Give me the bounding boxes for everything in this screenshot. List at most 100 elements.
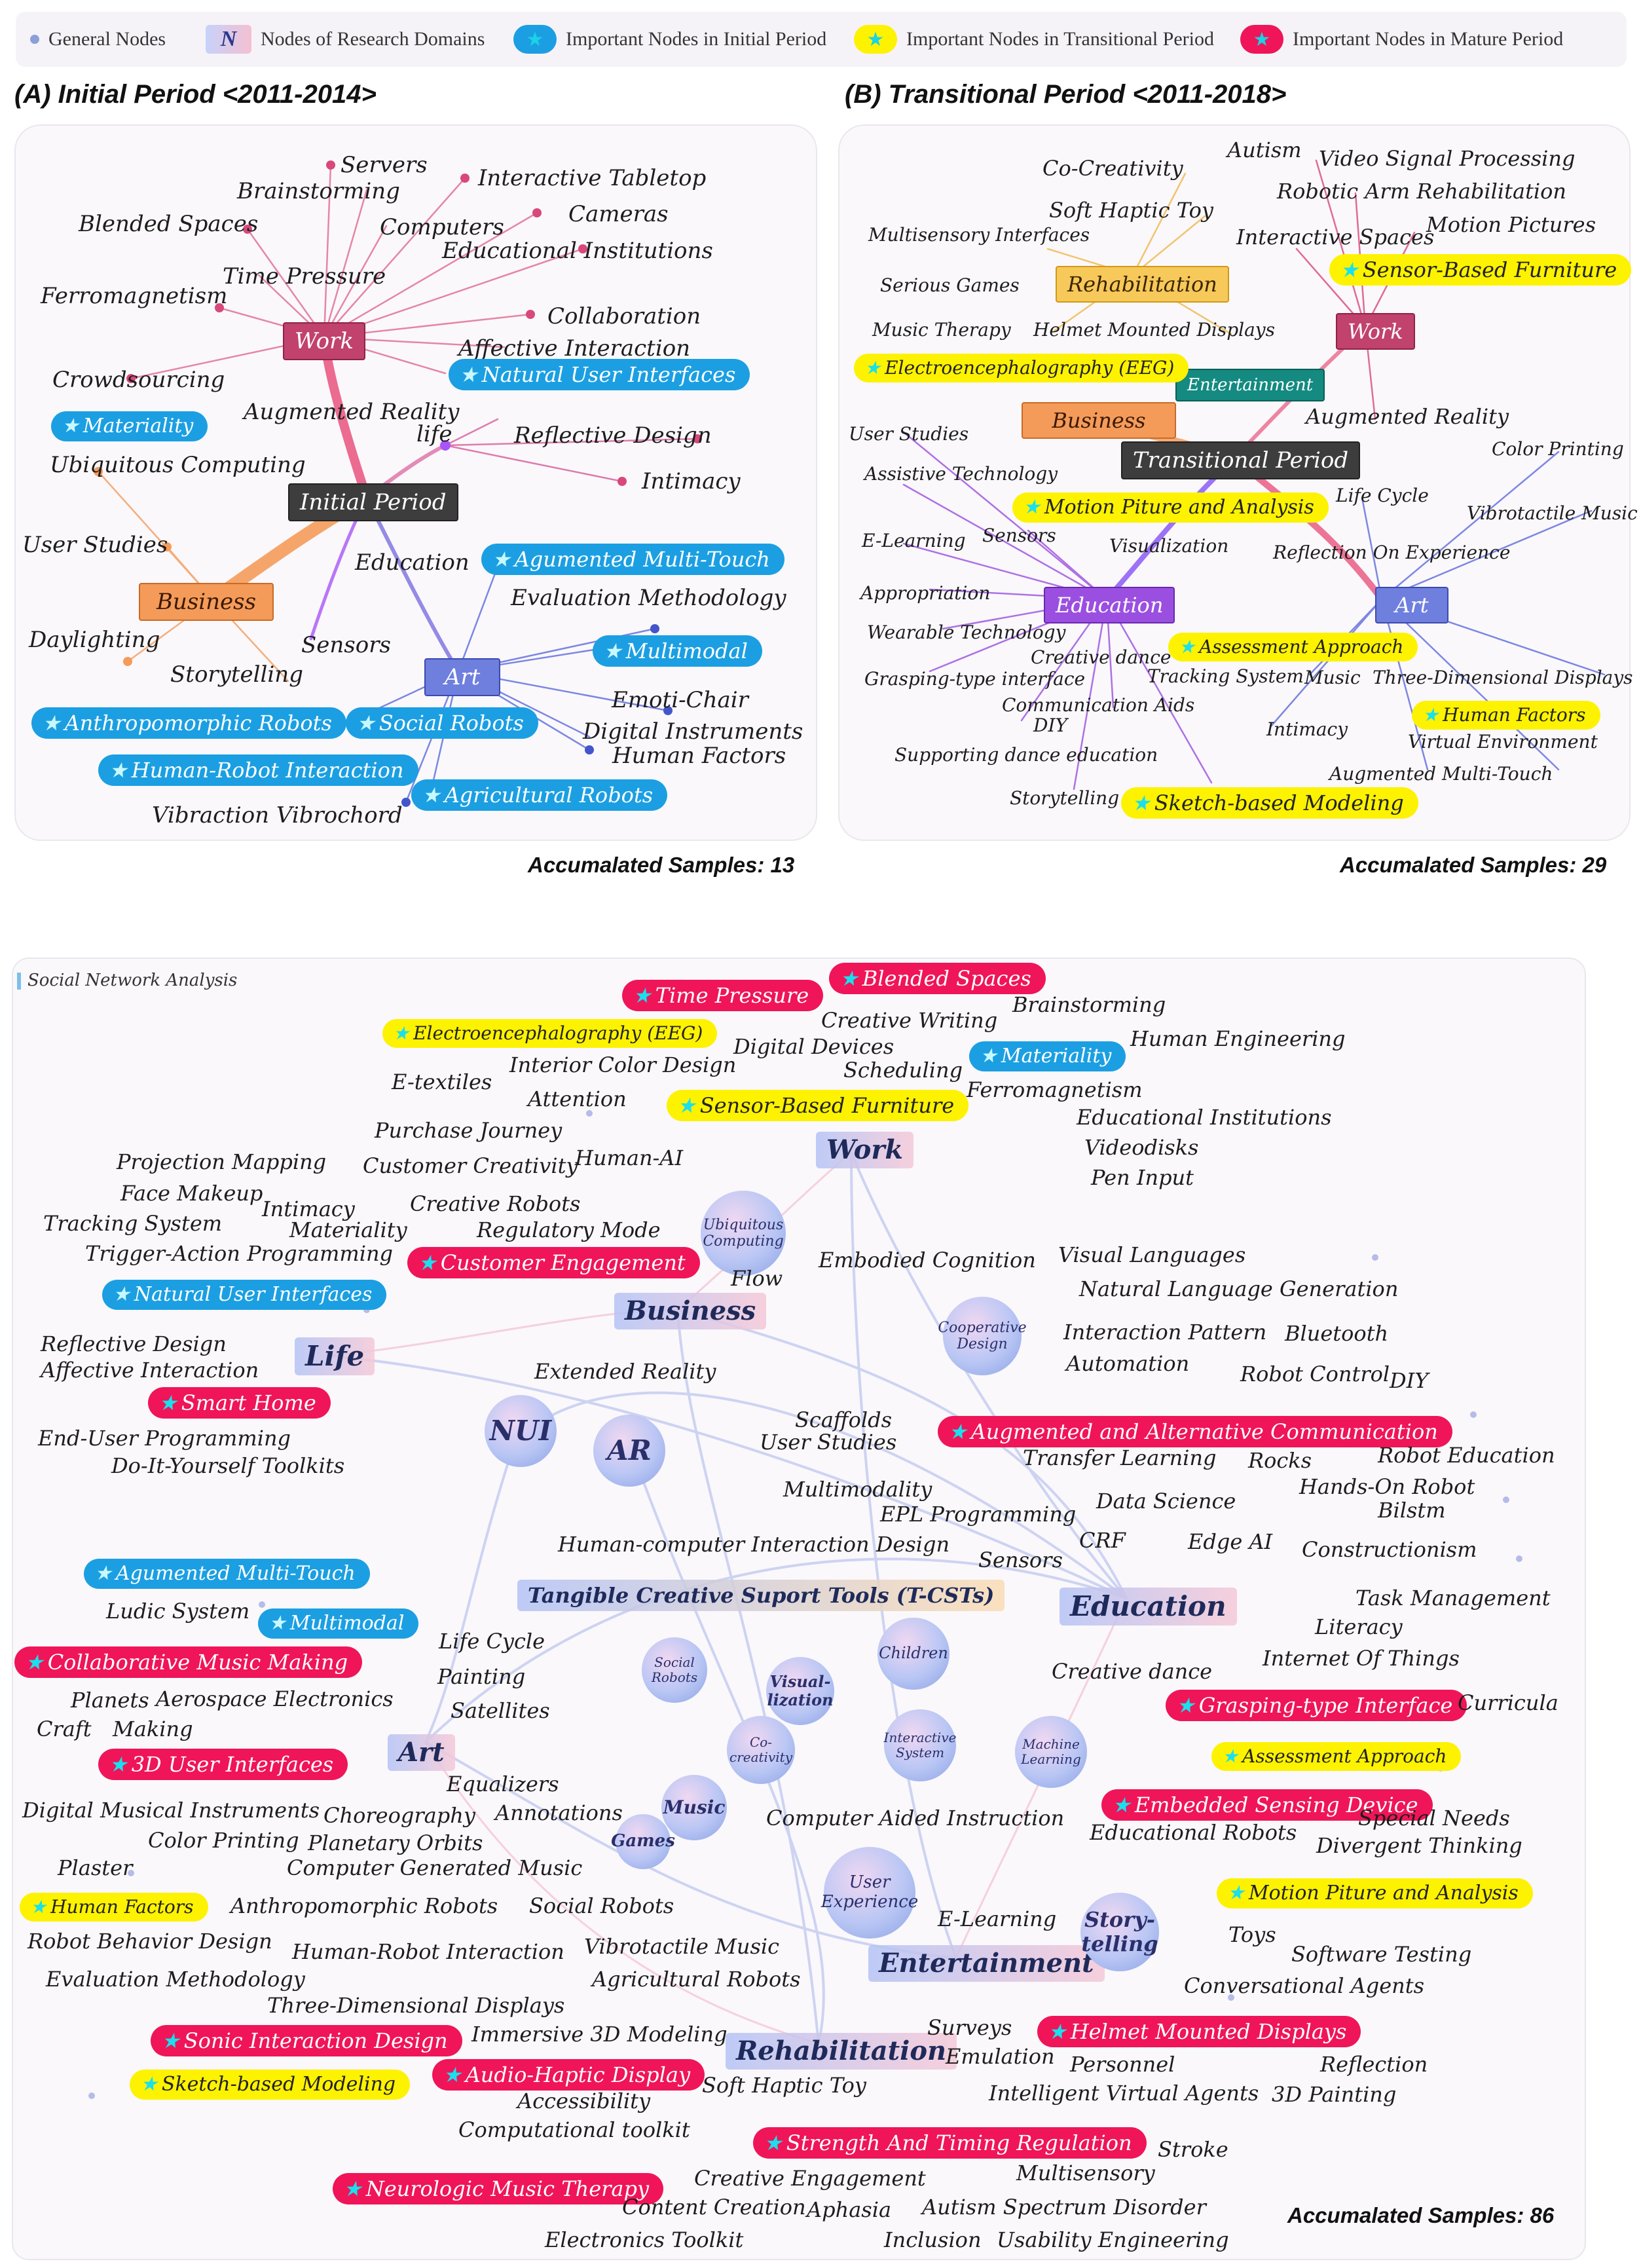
node-label: Divergent Thinking bbox=[1316, 1833, 1522, 1858]
node-label: Grasping-type interface bbox=[864, 668, 1086, 690]
node-label: Multimodality bbox=[783, 1477, 932, 1502]
node-label: Content Creation bbox=[622, 2195, 806, 2220]
node-label: Creative Engagement bbox=[694, 2166, 926, 2191]
panel-b-domain-business: Business bbox=[1022, 402, 1176, 439]
bubble-node: Co-creativity bbox=[727, 1716, 795, 1784]
node-label: Purchase Journey bbox=[375, 1118, 562, 1143]
important-node-mature: ★Embedded Sensing Device bbox=[1101, 1789, 1433, 1821]
important-node-transitional: ★Human Factors bbox=[20, 1893, 208, 1922]
domain-node-life: Life bbox=[295, 1337, 375, 1375]
important-node-mature: ★Customer Engagement bbox=[407, 1247, 700, 1278]
node-label: Robot Education bbox=[1378, 1443, 1555, 1468]
panel-c-title: Social Network Analysis bbox=[17, 971, 237, 990]
node-label: Storytelling bbox=[1010, 787, 1120, 809]
node-label: Painting bbox=[437, 1664, 526, 1689]
star-icon: ★ bbox=[42, 711, 61, 735]
important-node-mature: ★Helmet Mounted Displays bbox=[1037, 2016, 1361, 2047]
domain-node-entertainment: Entertainment bbox=[868, 1945, 1105, 1982]
node-label: User Studies bbox=[849, 423, 969, 445]
panel-b-title: (B) Transitional Period <2011-2018> bbox=[845, 80, 1287, 109]
node-label: Aerospace Electronics bbox=[156, 1686, 394, 1711]
important-node-initial: ★Agumented Multi-Touch bbox=[481, 544, 784, 575]
node-label: Toys bbox=[1228, 1922, 1276, 1947]
node-label: Videodisks bbox=[1084, 1135, 1199, 1160]
node-label: Flow bbox=[731, 1266, 783, 1291]
node-label: Interaction Pattern bbox=[1063, 1320, 1267, 1345]
node-label: Vibraction Vibrochord bbox=[152, 802, 403, 828]
bubble-node: Machine Learning bbox=[1015, 1716, 1087, 1788]
node-label: Helmet Mounted Displays bbox=[1033, 319, 1275, 341]
node-label: Extended Reality bbox=[534, 1359, 716, 1384]
node-label: Data Science bbox=[1096, 1489, 1236, 1514]
panel-a-domain-art: Art bbox=[424, 658, 500, 696]
node-label: Plaster bbox=[58, 1855, 133, 1880]
node-label: Computer Generated Music bbox=[287, 1855, 583, 1880]
node-label: Trigger-Action Programming bbox=[85, 1241, 394, 1266]
node-label: Three-Dimensional Displays bbox=[267, 1993, 565, 2018]
node-label: Regulatory Mode bbox=[477, 1218, 661, 1242]
star-icon: ★ bbox=[1222, 1745, 1239, 1767]
node-label: Conversational Agents bbox=[1184, 1973, 1425, 1998]
node-label: Wearable Technology bbox=[867, 622, 1066, 643]
important-node-mature: ★Collaborative Music Making bbox=[14, 1646, 363, 1678]
star-icon: ★ bbox=[1048, 2019, 1067, 2044]
star-icon: ★ bbox=[356, 711, 375, 735]
node-label: Literacy bbox=[1315, 1614, 1403, 1639]
important-node-mature: ★Blended Spaces bbox=[829, 963, 1046, 994]
important-node-mature: ★Augmented and Alternative Communication bbox=[938, 1416, 1452, 1447]
panel-b-domain-work: Work bbox=[1336, 313, 1415, 350]
legend-mature: ★ Important Nodes in Mature Period bbox=[1240, 12, 1563, 67]
node-label: Autism Spectrum Disorder bbox=[922, 2195, 1206, 2220]
panel-a-center-node: Initial Period bbox=[288, 483, 458, 521]
node-label: Computer Aided Instruction bbox=[766, 1806, 1065, 1831]
node-label: Satellites bbox=[451, 1698, 550, 1723]
star-icon: ★ bbox=[492, 547, 511, 572]
important-node-transitional: ★Sketch-based Modeling bbox=[1121, 787, 1418, 819]
node-label: life bbox=[416, 421, 452, 447]
node-label: Reflective Design bbox=[514, 422, 712, 449]
node-label: Human-Robot Interaction bbox=[292, 1939, 564, 1964]
node-label: Multisensory bbox=[1016, 2161, 1155, 2185]
node-label: DIY bbox=[1390, 1368, 1429, 1393]
node-label: Color Printing bbox=[1492, 438, 1624, 460]
node-label: Equalizers bbox=[447, 1772, 559, 1796]
star-icon: ★ bbox=[948, 1419, 967, 1444]
important-node-transitional: ★Motion Piture and Analysis bbox=[1012, 493, 1329, 523]
important-node-initial: ★Social Robots bbox=[346, 707, 538, 739]
node-label: Education bbox=[355, 549, 470, 576]
node-label: Brainstorming bbox=[1012, 992, 1166, 1017]
node-label: Reflection On Experience bbox=[1273, 542, 1511, 563]
node-label: E-Learning bbox=[862, 530, 966, 551]
bubble-node: Cooperative Design bbox=[938, 1297, 1027, 1375]
node-label: Crowdsourcing bbox=[52, 367, 225, 393]
star-icon: ★ bbox=[443, 2062, 462, 2087]
node-label: Video Signal Processing bbox=[1319, 146, 1576, 171]
node-label: Evaluation Methodology bbox=[46, 1967, 305, 1992]
node-label: Supporting dance education bbox=[894, 744, 1158, 766]
important-node-initial: ★Agumented Multi-Touch bbox=[84, 1559, 370, 1589]
node-label: Internet Of Things bbox=[1263, 1646, 1460, 1671]
node-label: Robot Control bbox=[1240, 1362, 1390, 1386]
node-label: Task Management bbox=[1355, 1586, 1551, 1610]
important-node-mature: ★3D User Interfaces bbox=[98, 1749, 348, 1780]
panel-a-domain-work: Work bbox=[283, 322, 365, 360]
node-label: Intimacy bbox=[1266, 718, 1348, 740]
important-node-mature: ★Grasping-type Interface bbox=[1166, 1690, 1467, 1721]
node-label: Anthropomorphic Robots bbox=[230, 1893, 498, 1918]
node-label: Emoti-Chair bbox=[612, 687, 748, 713]
important-node-mature: ★Smart Home bbox=[148, 1387, 331, 1419]
node-label: Tracking System bbox=[1147, 665, 1304, 687]
node-label: Usability Engineering bbox=[997, 2227, 1229, 2252]
important-node-transitional: ★Sensor-Based Furniture bbox=[1329, 254, 1632, 286]
node-label: Human-AI bbox=[575, 1145, 684, 1170]
node-label: Do-It-Yourself Toolkits bbox=[111, 1453, 345, 1478]
important-node-transitional: ★Assessment Approach bbox=[1211, 1742, 1462, 1771]
star-icon: ★ bbox=[677, 1093, 696, 1118]
node-label: Serious Games bbox=[880, 274, 1020, 296]
node-label: Attention bbox=[528, 1087, 627, 1111]
star-icon: ★ bbox=[839, 966, 858, 991]
node-label: Creative dance bbox=[1031, 646, 1171, 668]
node-label: 3D Painting bbox=[1272, 2082, 1397, 2107]
star-icon: ★ bbox=[1340, 257, 1359, 282]
node-label: Multisensory Interfaces bbox=[868, 224, 1090, 246]
